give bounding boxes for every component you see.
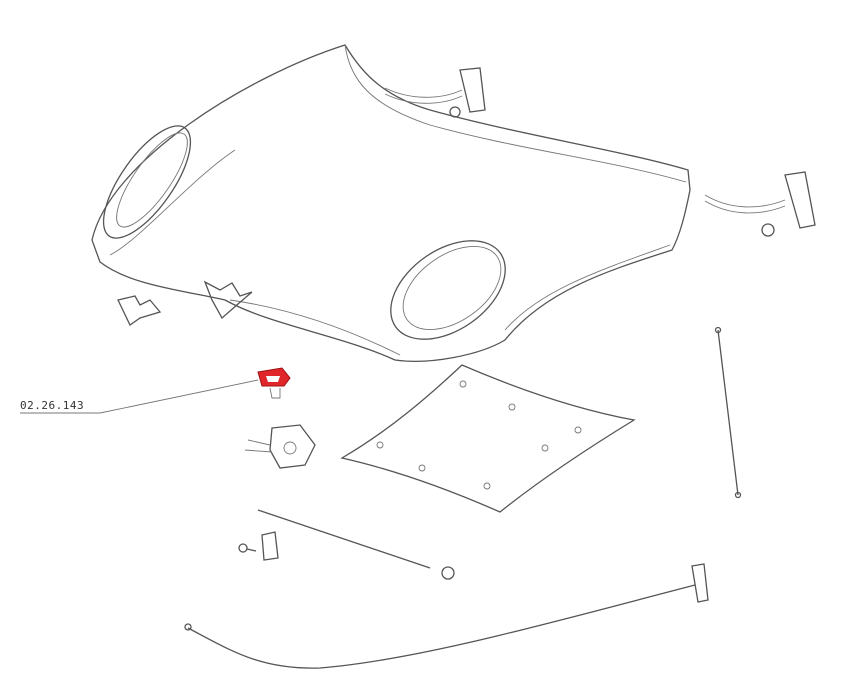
release-cable[interactable] [184,563,709,669]
latch-bracket[interactable] [261,531,279,561]
hinge-right[interactable] [704,171,816,237]
insulation-pad[interactable] [340,364,636,513]
hood-panel[interactable] [88,44,691,362]
hinge-upper[interactable] [384,67,486,118]
callout-label-02-26-143[interactable]: 02.26.143 [20,399,85,412]
callout-leader-line [20,379,259,414]
prop-rod[interactable] [714,326,742,499]
badge-left[interactable] [117,295,162,326]
highlighted-part-02-26-143[interactable] [257,367,291,399]
release-cable-inner[interactable] [257,509,455,580]
bolt[interactable] [238,543,257,553]
hood-latch[interactable] [244,424,316,469]
badge-center[interactable] [203,280,253,320]
